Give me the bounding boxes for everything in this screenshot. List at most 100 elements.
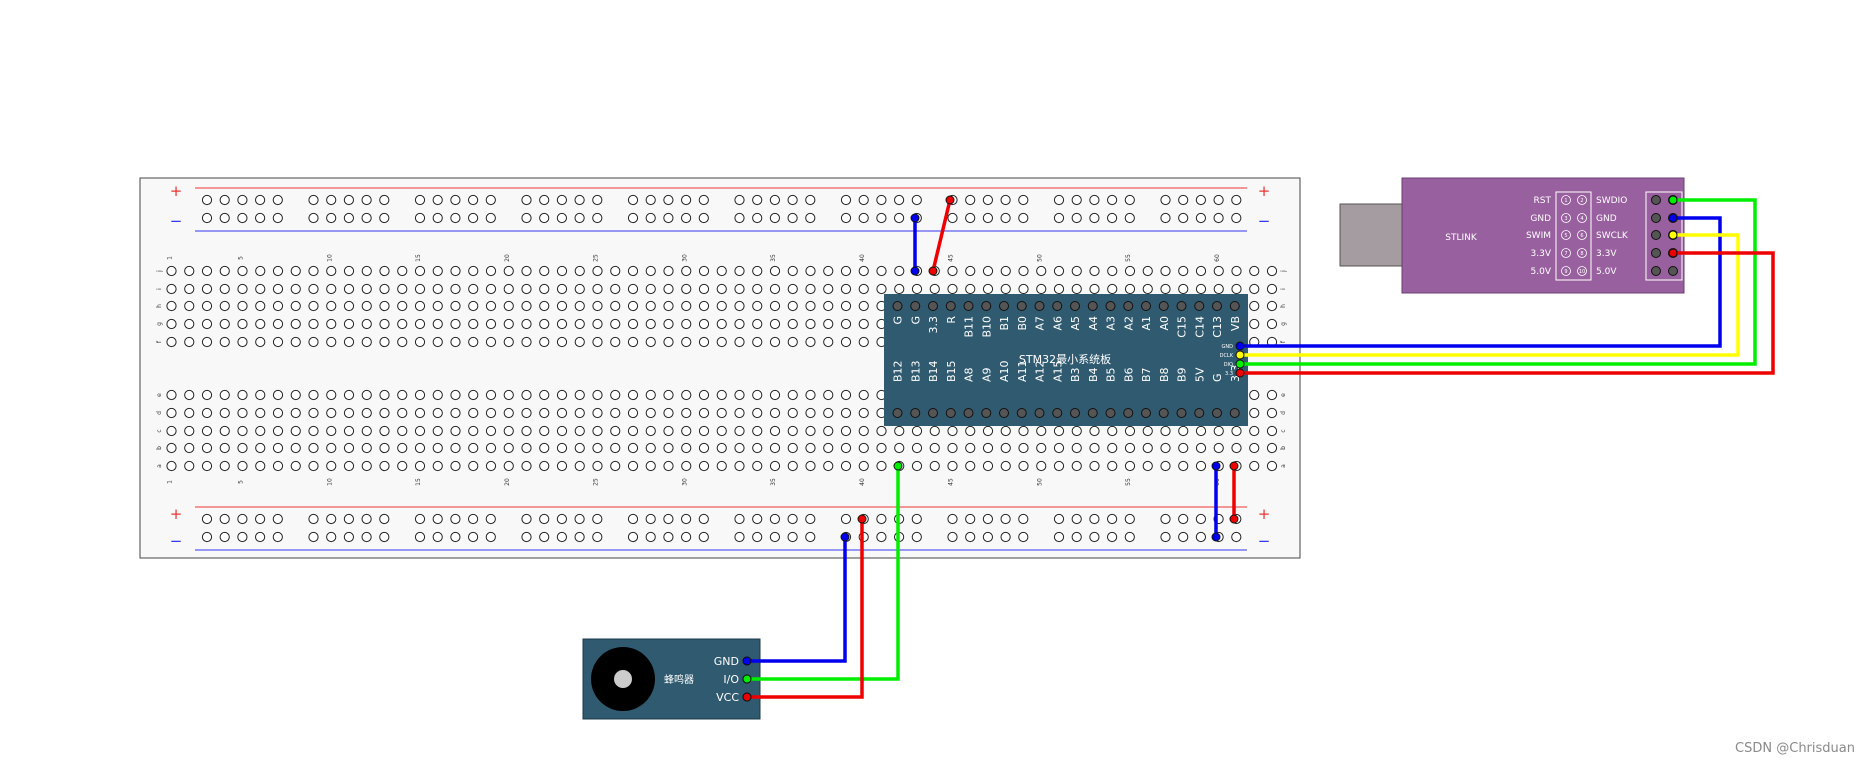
hole bbox=[308, 336, 319, 348]
hole bbox=[663, 531, 674, 543]
hole bbox=[468, 425, 479, 437]
hole bbox=[1213, 194, 1224, 206]
hole bbox=[361, 283, 372, 295]
hole bbox=[468, 407, 479, 419]
hole bbox=[237, 442, 248, 454]
swd-clk-wire bbox=[1240, 233, 1740, 357]
column-number: 15 bbox=[415, 254, 422, 262]
hole bbox=[539, 194, 550, 206]
hole bbox=[1195, 265, 1207, 277]
hole bbox=[539, 513, 550, 525]
hole bbox=[911, 194, 922, 206]
hole bbox=[1036, 460, 1047, 472]
hole bbox=[1089, 531, 1100, 543]
hole bbox=[201, 407, 213, 419]
hole bbox=[663, 460, 674, 472]
hole bbox=[1195, 212, 1207, 224]
hole bbox=[734, 212, 745, 224]
wire-end bbox=[742, 692, 752, 702]
hole bbox=[787, 265, 798, 277]
hole bbox=[734, 407, 745, 419]
stm32-pin bbox=[981, 301, 992, 311]
hole bbox=[1231, 531, 1242, 543]
wire-end bbox=[910, 266, 920, 276]
hole bbox=[734, 460, 745, 472]
hole bbox=[1000, 442, 1011, 454]
hole bbox=[1000, 212, 1011, 224]
hole bbox=[468, 318, 479, 330]
hole bbox=[272, 389, 284, 401]
hole bbox=[343, 300, 355, 312]
hole bbox=[1266, 425, 1278, 437]
hole bbox=[698, 389, 710, 401]
hole bbox=[965, 513, 976, 525]
hole bbox=[432, 336, 443, 348]
hole bbox=[858, 265, 869, 277]
hole bbox=[947, 212, 958, 224]
minus-sign: − bbox=[1258, 532, 1271, 550]
hole bbox=[556, 194, 568, 206]
hole bbox=[326, 300, 337, 312]
stm32-pin-label: B1 bbox=[998, 316, 1011, 331]
hole bbox=[911, 283, 923, 295]
hole bbox=[1266, 389, 1278, 401]
hole bbox=[1089, 212, 1100, 224]
hole bbox=[716, 460, 727, 472]
hole bbox=[1018, 531, 1029, 543]
hole bbox=[1178, 460, 1189, 472]
hole bbox=[1000, 531, 1011, 543]
hole bbox=[1071, 283, 1082, 295]
hole bbox=[610, 283, 621, 295]
hole bbox=[929, 425, 940, 437]
hole bbox=[1266, 318, 1278, 330]
hole bbox=[414, 389, 426, 401]
plus-sign: + bbox=[170, 182, 183, 200]
hole bbox=[272, 460, 284, 472]
hole bbox=[805, 212, 816, 224]
swd-pin-label: GND bbox=[1222, 344, 1234, 350]
hole bbox=[627, 425, 639, 437]
hole bbox=[343, 531, 354, 543]
hole bbox=[823, 283, 834, 295]
hole bbox=[769, 194, 781, 206]
hole bbox=[805, 318, 816, 330]
row-letter: f bbox=[156, 340, 163, 343]
hole bbox=[308, 460, 319, 472]
hole bbox=[290, 389, 301, 401]
hole bbox=[716, 389, 727, 401]
hole bbox=[201, 425, 213, 437]
hole bbox=[237, 513, 248, 525]
stm32-pin-label: A6 bbox=[1051, 316, 1064, 331]
hole bbox=[734, 336, 745, 348]
hole bbox=[752, 389, 763, 401]
stm32-pin-label: B14 bbox=[927, 360, 940, 382]
hole bbox=[592, 460, 603, 472]
hole bbox=[397, 460, 408, 472]
hole bbox=[485, 513, 496, 525]
hole bbox=[645, 442, 656, 454]
hole bbox=[858, 336, 869, 348]
hole bbox=[965, 425, 976, 437]
stm32-pin bbox=[1158, 408, 1169, 418]
hole bbox=[1036, 425, 1047, 437]
hole bbox=[468, 265, 479, 277]
hole bbox=[1231, 283, 1242, 295]
swd-dio-wire bbox=[1240, 198, 1757, 366]
row-letter: h bbox=[156, 304, 163, 308]
stlink-header-pin bbox=[1577, 230, 1587, 240]
stm32-pin-label: A10 bbox=[998, 360, 1011, 382]
hole bbox=[219, 442, 230, 454]
hole bbox=[485, 318, 497, 330]
hole bbox=[219, 460, 230, 472]
hole bbox=[787, 531, 798, 543]
stm32-pin-label: B4 bbox=[1087, 367, 1100, 382]
hole bbox=[610, 407, 621, 419]
stlink-pin bbox=[1651, 213, 1661, 223]
hole bbox=[166, 389, 177, 401]
hole bbox=[450, 300, 461, 312]
hole bbox=[539, 318, 550, 330]
hole bbox=[219, 283, 230, 295]
hole bbox=[432, 531, 443, 543]
hole bbox=[627, 460, 639, 472]
hole bbox=[1036, 265, 1047, 277]
